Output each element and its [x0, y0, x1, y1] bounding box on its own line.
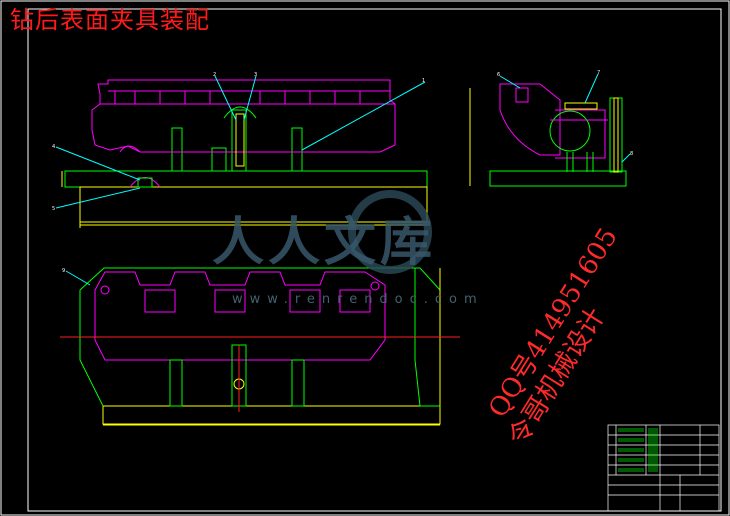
balloon-label: 8 — [630, 151, 633, 157]
balloon-label: 5 — [52, 206, 55, 212]
balloon-label: 6 — [497, 72, 500, 78]
plan-view — [60, 267, 460, 426]
watermark-brand: 人人文库 — [212, 213, 437, 273]
balloon-label: 4 — [52, 144, 55, 150]
balloon-label: 7 — [597, 70, 600, 76]
balloon-label: 3 — [254, 72, 257, 78]
drawing-title: 钻后表面夹具装配 — [10, 6, 210, 34]
watermark-logo-ring — [348, 190, 432, 274]
balloon-label: 2 — [213, 72, 216, 78]
balloon-label: 9 — [62, 268, 65, 274]
title-block — [607, 424, 720, 512]
front-view — [55, 75, 428, 228]
inner-border — [27, 8, 722, 512]
watermark-url: www.renrendoc.com — [232, 292, 484, 307]
balloon-label: 1 — [422, 78, 425, 84]
side-view — [469, 73, 631, 187]
title-block-fill — [618, 428, 658, 472]
balloon-labels: 1 2 3 4 5 6 7 8 9 — [52, 70, 633, 274]
